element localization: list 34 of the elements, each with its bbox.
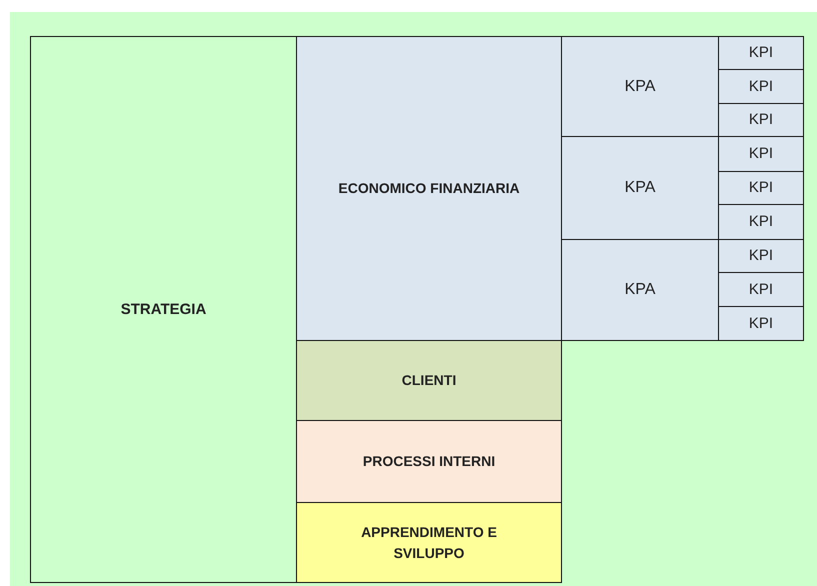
kpi-cell	[718, 204, 804, 240]
cell-label: KPI	[748, 43, 774, 64]
perspective-box	[296, 420, 562, 503]
perspective-box	[296, 36, 562, 341]
kpi-cell	[718, 272, 804, 307]
kpi-cell	[718, 103, 804, 137]
cell-label: KPI	[748, 246, 774, 266]
perspective-box	[296, 502, 562, 583]
cell-label: PROCESSI INTERNI	[362, 452, 496, 472]
kpi-cell	[718, 306, 804, 341]
kpi-cell	[718, 136, 804, 172]
cell-label: ECONOMICO FINANZIARIA	[338, 179, 520, 198]
cell-label: KPA	[624, 76, 656, 97]
cell-label: KPA	[624, 178, 656, 198]
cell-label: KPI	[748, 144, 774, 164]
kpa-cell	[561, 239, 719, 341]
cell-label: APPRENDIMENTO E SVILUPPO	[360, 523, 498, 562]
cell-label: KPI	[748, 76, 774, 97]
kpi-cell	[718, 36, 804, 70]
kpi-cell	[718, 69, 804, 104]
kpi-cell	[718, 239, 804, 273]
cell-label: KPI	[748, 212, 774, 232]
kpa-cell	[561, 136, 719, 240]
cell-label: STRATEGIA	[120, 300, 206, 320]
perspective-box	[296, 340, 562, 421]
cell-label: KPI	[748, 110, 774, 130]
cell-label: KPI	[748, 314, 774, 334]
kpa-cell	[561, 36, 719, 137]
kpi-cell	[718, 171, 804, 205]
cell-label: KPI	[748, 280, 774, 300]
cell-label: KPA	[624, 280, 656, 300]
cell-label: KPI	[748, 178, 774, 198]
strategy-box	[30, 36, 297, 583]
cell-label: CLIENTI	[402, 371, 456, 390]
